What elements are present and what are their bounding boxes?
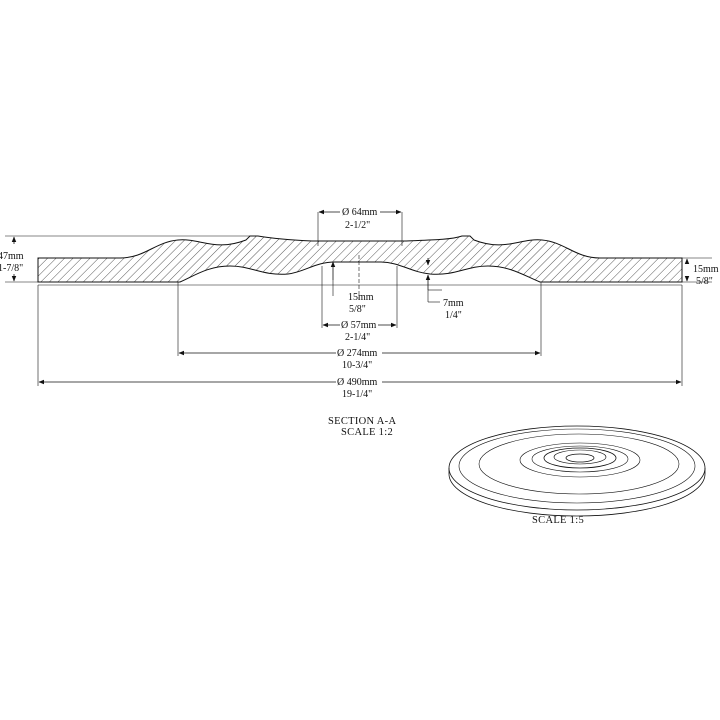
dia-274-mm: Ø 274mm <box>337 348 378 359</box>
height-total-mm: 47mm <box>0 251 24 262</box>
iso-scale: SCALE 1:5 <box>532 515 584 526</box>
section-title: SECTION A-A <box>328 416 396 427</box>
dimension-depth-15: 15mm 5/8" <box>330 261 374 315</box>
dimension-dia-57: Ø 57mm 2-1/4" <box>322 320 397 343</box>
dimension-height-total: 47mm 1-7/8" <box>0 235 250 283</box>
height-total-in: 1-7/8" <box>0 263 23 274</box>
dia-490-in: 19-1/4" <box>342 389 372 400</box>
dia-274-in: 10-3/4" <box>342 360 372 371</box>
rim-thickness-in: 5/8" <box>696 276 713 287</box>
dimension-depth-7: 7mm 1/4" <box>425 258 464 321</box>
dia-490-mm: Ø 490mm <box>337 377 378 388</box>
dia-57-mm: Ø 57mm <box>341 320 377 331</box>
dia-57-in: 2-1/4" <box>345 332 370 343</box>
dimension-dia-64: Ø 64mm 2-1/2" <box>318 207 402 231</box>
dimension-dia-490: Ø 490mm 19-1/4" <box>38 377 682 400</box>
depth-7-in: 1/4" <box>445 310 462 321</box>
depth-7-mm: 7mm <box>443 298 464 309</box>
rim-thickness-mm: 15mm <box>693 264 719 275</box>
isometric-view <box>448 425 706 517</box>
dimension-rim-thickness: 15mm 5/8" <box>682 257 719 287</box>
depth-15-in: 5/8" <box>349 304 366 315</box>
dimension-dia-274: Ø 274mm 10-3/4" <box>178 348 541 371</box>
section-profile <box>37 212 683 386</box>
dia-64-in: 2-1/2" <box>345 220 370 231</box>
dia-64-mm: Ø 64mm <box>342 207 378 218</box>
section-scale: SCALE 1:2 <box>341 427 393 438</box>
depth-15-mm: 15mm <box>348 292 374 303</box>
